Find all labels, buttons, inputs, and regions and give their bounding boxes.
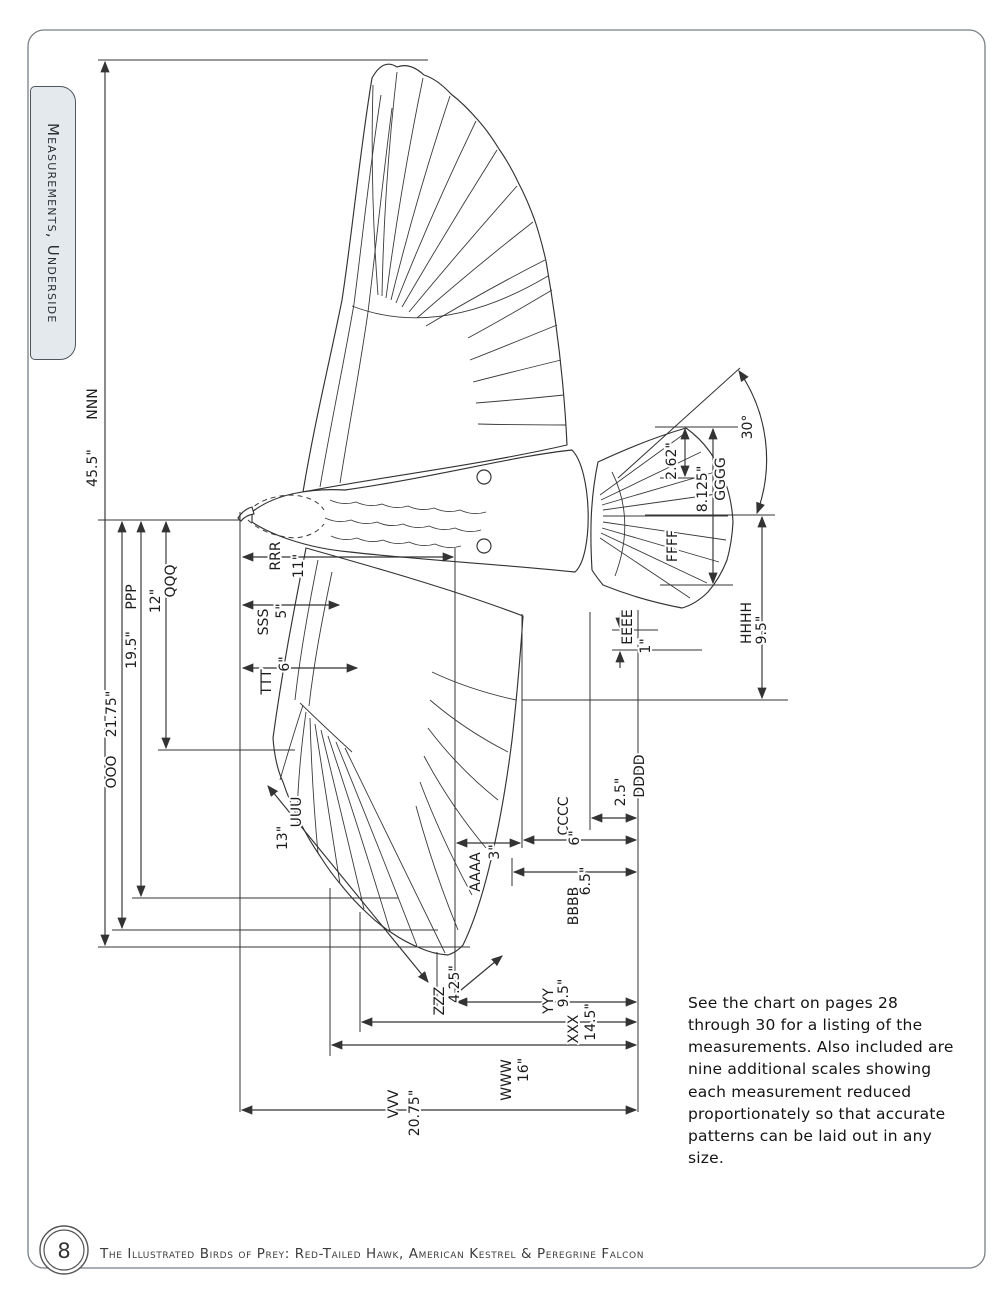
note-text: See the chart on pages 28 through 30 for…	[688, 994, 954, 1168]
dim-label: BBBB	[566, 887, 582, 925]
dim-value: 11"	[291, 554, 307, 578]
dimension-dddd: 2.5" DDDD	[590, 752, 650, 823]
dim-label: RRR	[268, 541, 284, 570]
dim-value: 1"	[638, 638, 654, 653]
dim-label: VVV	[386, 1089, 402, 1118]
dim-value: 6"	[277, 656, 293, 671]
dim-value: 4.25"	[447, 965, 463, 1003]
footer-title: The Illustrated Birds of Prey: Red-Taile…	[100, 1246, 645, 1262]
dim-label: OOO	[104, 755, 120, 788]
dimension-nnn: 45.5" NNN	[83, 60, 110, 947]
dimension-ttt: TTT 6"	[241, 654, 359, 698]
dim-label: FFFF	[665, 530, 681, 562]
dimension-ooo: 21.75" OOO	[102, 520, 127, 930]
dimension-www: WWW 16"	[330, 1040, 638, 1103]
dimension-gggg: 8.125" GGGG	[693, 427, 731, 585]
dim-value: 14.5"	[583, 1003, 599, 1041]
dim-value: 9.5"	[754, 616, 770, 645]
dim-label: CCCC	[556, 796, 572, 835]
dim-label: ZZZ	[432, 987, 448, 1016]
dimension-vvv: VVV 20.75"	[240, 1087, 638, 1138]
dim-value: 6"	[567, 830, 583, 845]
dim-value: 2.62"	[664, 442, 680, 480]
dim-label: QQQ	[163, 564, 179, 597]
dimension-cccc: CCCC 6"	[522, 794, 638, 848]
dim-label: NNN	[85, 388, 101, 419]
dim-label: UUU	[289, 797, 305, 828]
dimension-rrr: RRR 11"	[241, 539, 455, 580]
left-foot	[476, 469, 492, 485]
dimension-qqq: 12" QQQ	[146, 520, 181, 750]
dimension-xxx: XXX 14.5"	[360, 1001, 638, 1045]
page-number-badge: 8	[39, 1225, 89, 1275]
dim-label: TTT	[259, 669, 275, 696]
dimension-bbbb: BBBB 6.5"	[512, 865, 638, 927]
dim-label: HHHH	[739, 602, 755, 644]
dim-value: 21.75"	[104, 691, 120, 738]
dimension-hhhh: HHHH 9.5"	[737, 515, 772, 700]
dim-value: 3"	[487, 844, 503, 859]
dimension-sss: SSS 5"	[241, 600, 341, 637]
dim-value: 6.5"	[578, 867, 594, 896]
dim-label: XXX	[566, 1014, 582, 1043]
dimension-ffff: 2.62" FFFF	[662, 427, 690, 564]
dim-value: 12"	[148, 589, 164, 613]
dim-value: 5"	[274, 603, 290, 618]
tab-label: Measurements, Underside	[44, 122, 62, 324]
dimension-aaaa: AAAA 3"	[455, 838, 522, 894]
dimension-uuu: 13" UUU	[267, 785, 429, 983]
page-border	[27, 29, 986, 1269]
dim-label: AAAA	[468, 852, 484, 892]
dim-value: 2.5"	[613, 778, 629, 807]
dimension-eeee: EEEE 1"	[615, 607, 656, 668]
dimension-zzz: ZZZ 4.25"	[430, 955, 503, 1017]
dim-value: 8.125"	[695, 466, 711, 513]
dim-value: 19.5"	[124, 631, 140, 669]
right-foot	[476, 538, 492, 554]
dim-label: YYY	[541, 988, 557, 1015]
dim-value: 16"	[516, 1058, 532, 1082]
dim-label: DDDD	[632, 754, 648, 797]
dim-value: 13"	[275, 826, 291, 850]
dimension-yyy: YYY 9.5"	[455, 977, 638, 1017]
dim-value: 45.5"	[85, 449, 101, 487]
dim-value: 9.5"	[556, 979, 572, 1008]
dim-label: SSS	[256, 609, 272, 636]
dim-value: 20.75"	[407, 1090, 423, 1137]
dim-label: WWW	[499, 1059, 515, 1101]
page-number: 8	[57, 1239, 70, 1263]
bird-illustration	[237, 63, 734, 956]
dimension-tail-angle: 30°	[738, 370, 768, 515]
tab-measurements-underside: Measurements, Underside	[30, 86, 76, 360]
angle-value: 30°	[740, 415, 756, 440]
dim-label: PPP	[124, 584, 140, 609]
dimension-ppp: 19.5" PPP	[122, 520, 146, 898]
dim-label: GGGG	[713, 457, 729, 500]
dim-label: EEEE	[620, 609, 636, 644]
